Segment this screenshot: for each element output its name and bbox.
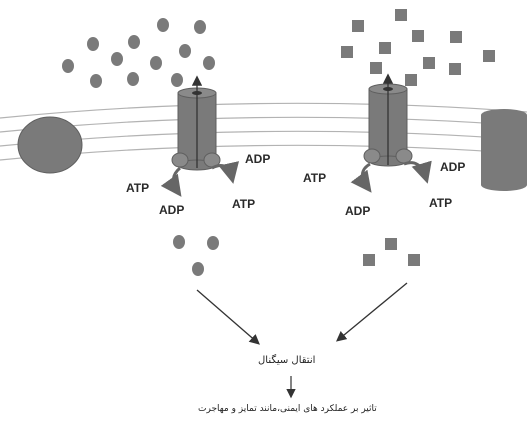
signal-transduction-label: انتقال سیگنال	[258, 355, 316, 366]
receptor-right	[350, 73, 432, 193]
membrane-protein-left	[17, 116, 83, 174]
ligands-oval-bottom	[173, 235, 219, 276]
ligands-oval-top	[62, 18, 215, 88]
right-atp-label-2: ATP	[429, 196, 453, 210]
left-atp-label-1: ATP	[126, 181, 150, 195]
left-atp-label-2: ATP	[232, 197, 256, 211]
membrane-protein-right	[481, 109, 527, 191]
arrow-right-to-signal	[335, 282, 408, 342]
right-adp-label-1: ADP	[440, 160, 466, 174]
left-adp-label-1: ADP	[245, 152, 271, 166]
right-adp-label-2: ADP	[345, 204, 371, 218]
receptor-left	[160, 75, 239, 197]
left-adp-label-2: ADP	[159, 203, 185, 217]
effect-caption: تاثیر بر عملکرد های ایمنی،مانند تمایز و …	[198, 404, 377, 414]
ligands-square-bottom	[363, 238, 420, 266]
arrow-left-to-signal	[196, 289, 260, 345]
ligands-square-top	[341, 9, 495, 86]
right-atp-label-1: ATP	[303, 171, 327, 185]
